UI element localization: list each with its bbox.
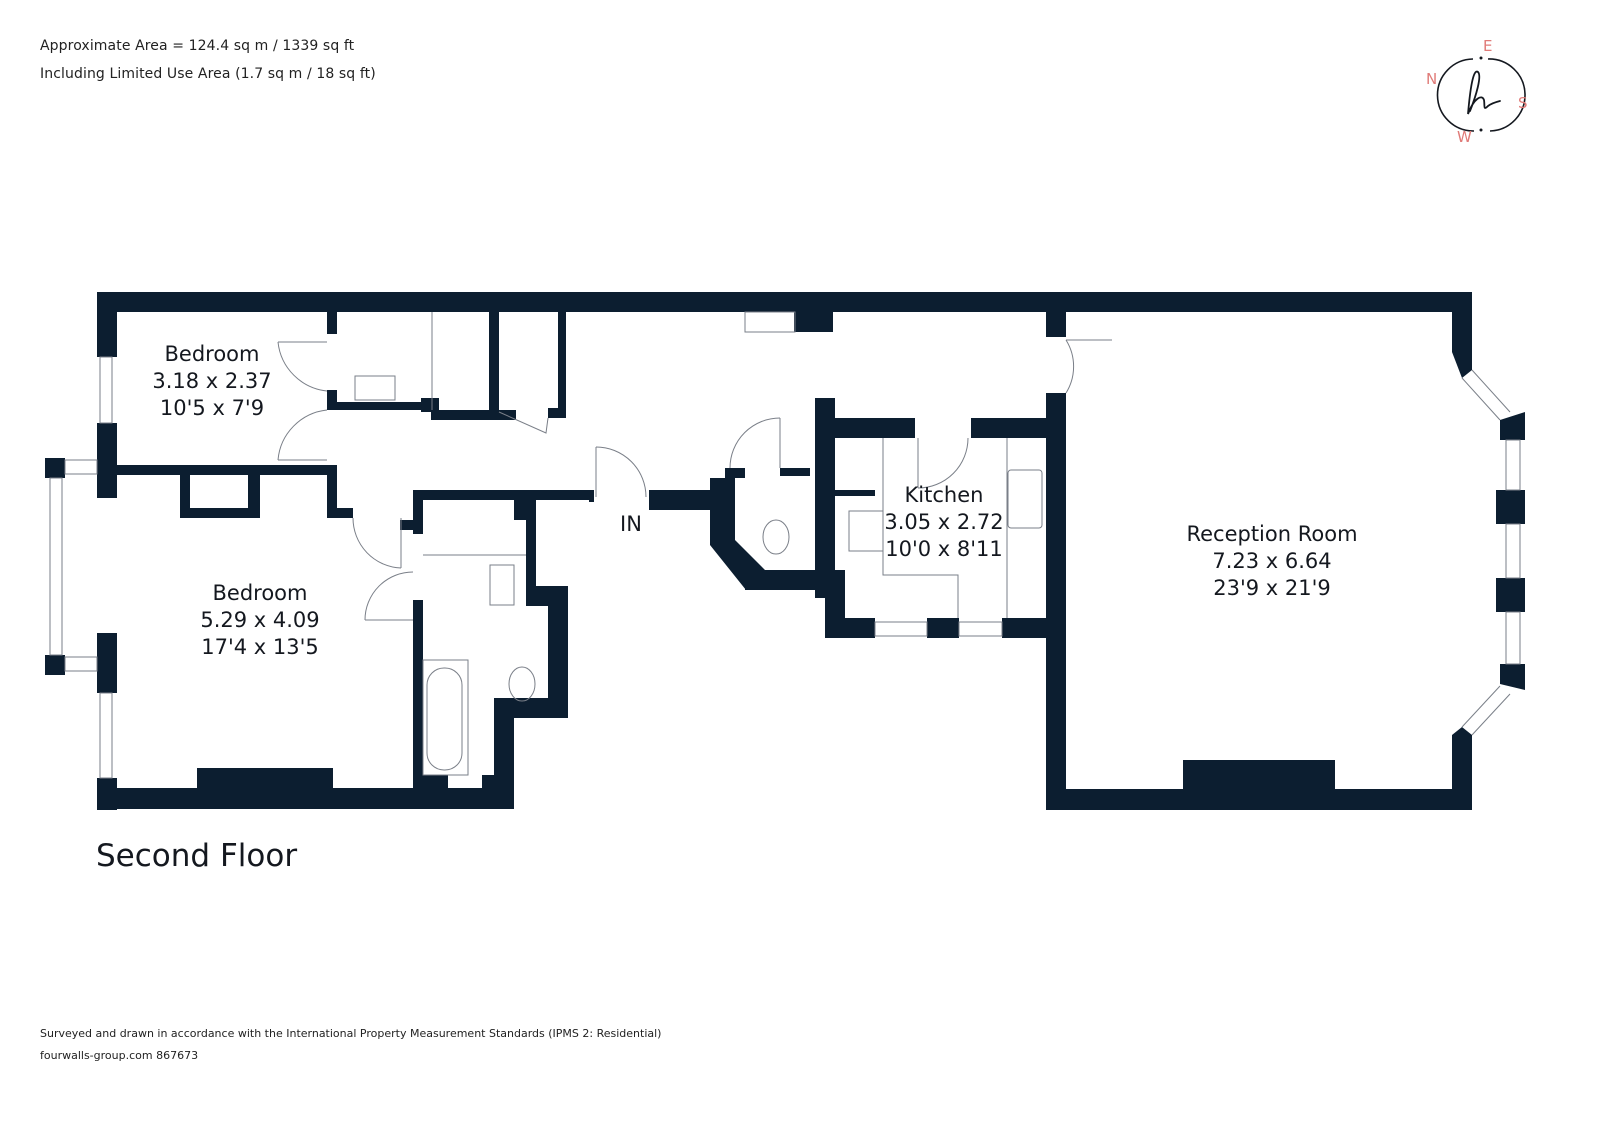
compass-icon xyxy=(1436,56,1526,132)
entrance-label: IN xyxy=(620,512,642,536)
room-metric-size: 3.18 x 2.37 xyxy=(152,369,272,393)
floor-title: Second Floor xyxy=(96,838,298,874)
fixtures-and-doors xyxy=(49,311,1521,779)
reference-note: fourwalls-group.com 867673 xyxy=(40,1049,199,1062)
room-metric-size: 3.05 x 2.72 xyxy=(884,510,1004,534)
room-imperial-size: 10'0 x 8'11 xyxy=(885,537,1003,561)
compass-west-label: W xyxy=(1457,128,1472,146)
room-name: Bedroom xyxy=(164,342,260,366)
room-imperial-size: 23'9 x 21'9 xyxy=(1213,576,1331,600)
room-name: Reception Room xyxy=(1186,522,1358,546)
room-imperial-size: 10'5 x 7'9 xyxy=(159,396,265,420)
compass-north-label: N xyxy=(1426,70,1438,88)
room-label-kitchen: Kitchen 3.05 x 2.72 10'0 x 8'11 xyxy=(884,482,1003,563)
limited-use-area-text: Including Limited Use Area (1.7 sq m / 1… xyxy=(40,66,376,82)
room-name: Kitchen xyxy=(904,483,984,507)
room-label-bedroom-2: Bedroom 5.29 x 4.09 17'4 x 13'5 xyxy=(200,580,319,661)
standards-note: Surveyed and drawn in accordance with th… xyxy=(40,1027,662,1040)
room-imperial-size: 17'4 x 13'5 xyxy=(201,635,319,659)
compass-logo: E N S W xyxy=(1420,36,1540,156)
compass-east-label: E xyxy=(1483,37,1493,55)
room-metric-size: 5.29 x 4.09 xyxy=(200,608,320,632)
room-label-reception-room: Reception Room 7.23 x 6.64 23'9 x 21'9 xyxy=(1186,521,1357,602)
walls xyxy=(45,292,1525,810)
room-metric-size: 7.23 x 6.64 xyxy=(1212,549,1332,573)
approximate-area-text: Approximate Area = 124.4 sq m / 1339 sq … xyxy=(40,38,355,54)
compass-south-label: S xyxy=(1518,94,1528,112)
room-label-bedroom-1: Bedroom 3.18 x 2.37 10'5 x 7'9 xyxy=(152,341,271,422)
room-name: Bedroom xyxy=(212,581,308,605)
